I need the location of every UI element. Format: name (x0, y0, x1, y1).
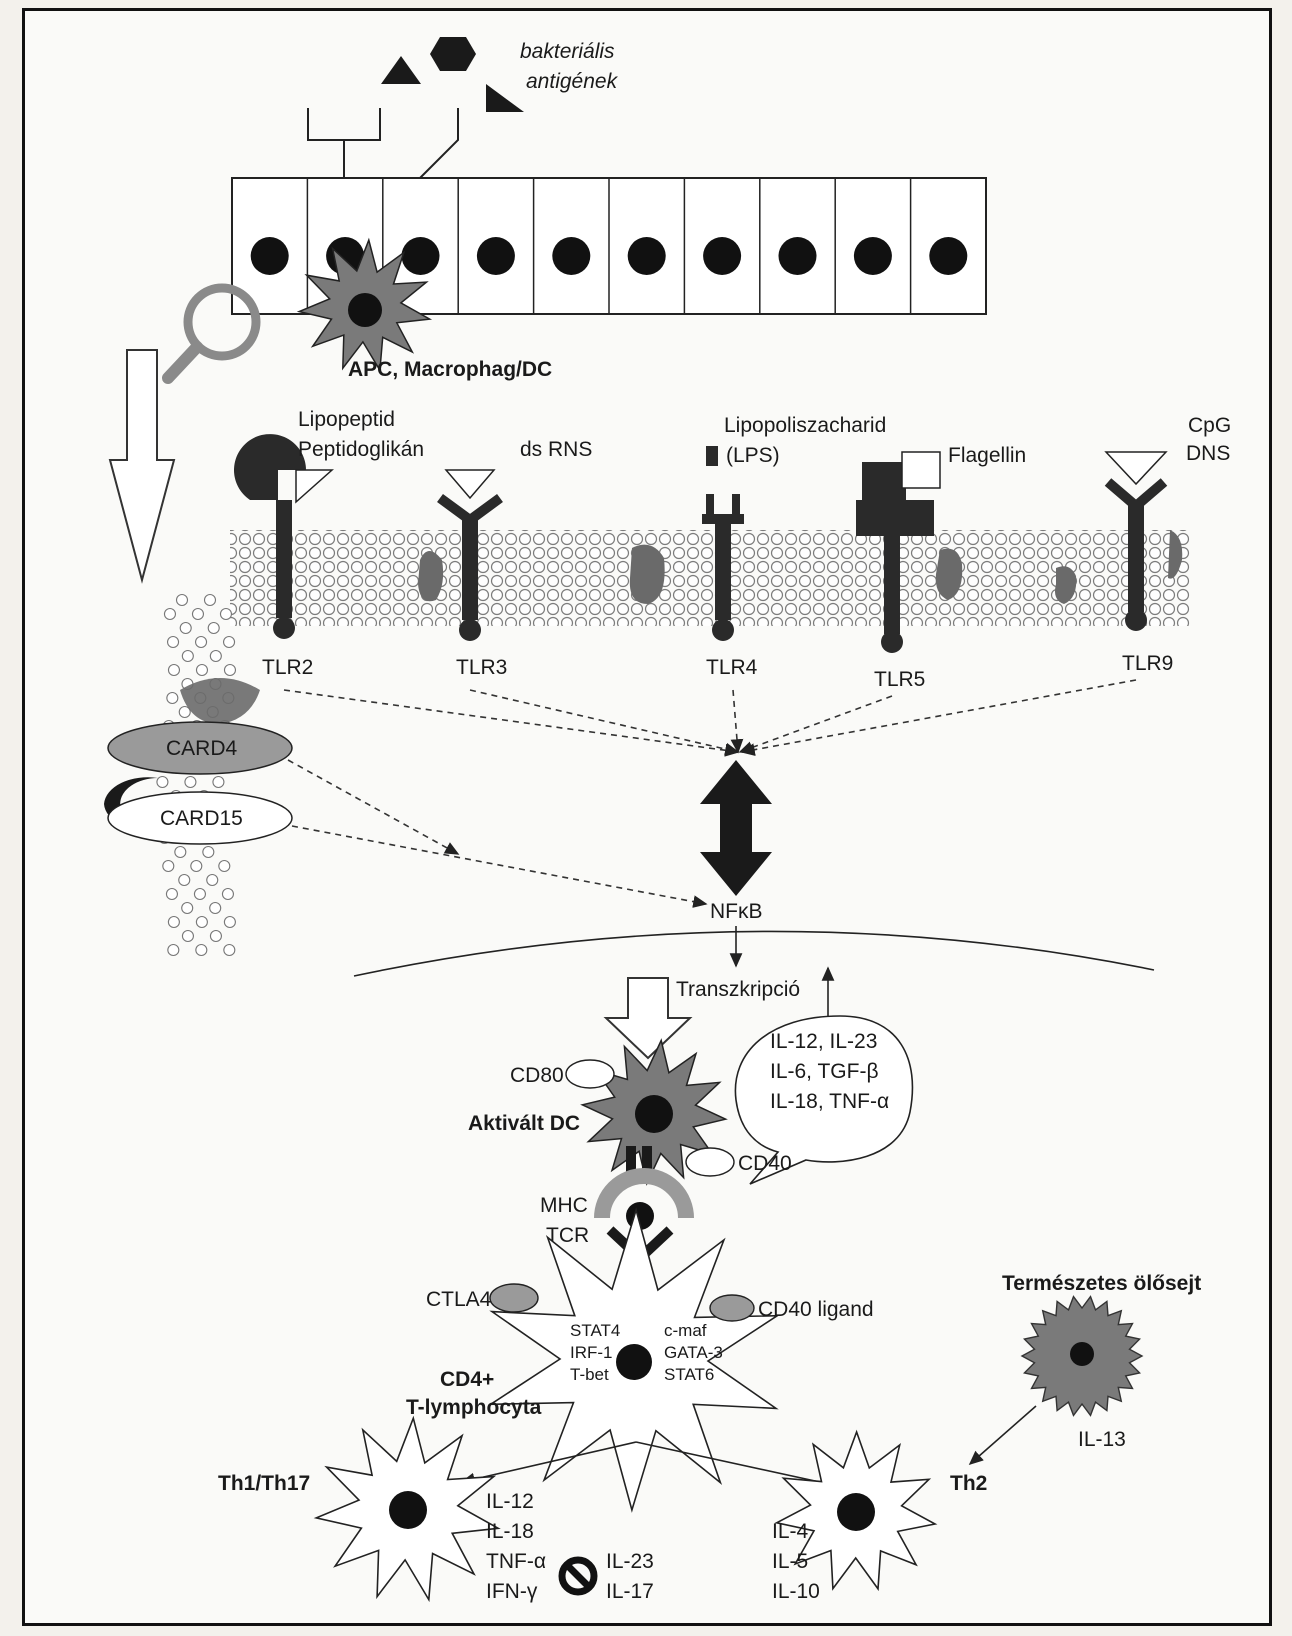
cmaf-label: c-maf (664, 1321, 707, 1340)
stat4-label: STAT4 (570, 1321, 620, 1340)
th1-nucleus (389, 1491, 427, 1529)
aktivalt-dc-label: Aktivált DC (468, 1112, 580, 1135)
antigens-label-2: antigének (526, 70, 619, 93)
epithelial-nucleus (929, 237, 967, 275)
il13-label: IL-13 (1078, 1428, 1126, 1451)
th2-il10: IL-10 (772, 1580, 820, 1603)
lps-ligand-icon (706, 446, 718, 466)
hexagon-antigen-icon (430, 37, 476, 71)
down-arrow-icon (110, 350, 174, 580)
cd40-ligand-label: CD40 ligand (758, 1298, 874, 1321)
dc-nucleus (635, 1095, 673, 1133)
cpg-label: CpG (1188, 414, 1231, 437)
apc-label: APC, Macrophag/DC (348, 358, 552, 381)
th1-label: Th1/Th17 (218, 1472, 310, 1495)
mhc-label: MHC (540, 1194, 588, 1217)
inhibit-icon (562, 1560, 594, 1592)
natural-killer-cell: Természetes ölősejt IL-13 (970, 1272, 1201, 1464)
double-arrow-icon (700, 760, 772, 896)
th1-il12: IL-12 (486, 1490, 534, 1513)
th2-label: Th2 (950, 1472, 987, 1495)
epithelial-nucleus (703, 237, 741, 275)
tlr5-label: TLR5 (874, 668, 925, 691)
tlr4-label: TLR4 (706, 656, 758, 679)
antigens-label-1: bakteriális (520, 40, 615, 63)
triangle-antigen-icon (486, 84, 524, 112)
cd40-label: CD40 (738, 1152, 792, 1175)
lps-label-1: Lipopoliszacharid (724, 414, 886, 437)
apc-nucleus (348, 293, 382, 327)
epithelial-nucleus (552, 237, 590, 275)
th1-tnfa: TNF-α (486, 1550, 546, 1573)
dsrna-ligand-icon (446, 470, 494, 498)
epithelial-nucleus (628, 237, 666, 275)
th2-cell: Th2 IL-4 IL-5 IL-10 (772, 1432, 987, 1603)
epithelial-layer: APC, Macrophag/DC (232, 178, 986, 381)
nuclear-membrane (354, 931, 1154, 976)
flagellin-ligand-icon (902, 452, 940, 488)
epithelial-nucleus (779, 237, 817, 275)
tlr2-label: TLR2 (262, 656, 313, 679)
bacterial-antigens: bakteriális antigének (308, 37, 619, 178)
epithelial-nucleus (402, 237, 440, 275)
card4-label: CARD4 (166, 737, 238, 760)
triangle-antigen-icon (381, 56, 421, 84)
cytokines-line-3: IL-18, TNF-α (770, 1090, 889, 1113)
t-cell-nucleus (616, 1344, 652, 1380)
ctla4-label: CTLA4 (426, 1288, 492, 1311)
th2-il5: IL-5 (772, 1550, 808, 1573)
cd4-label-2: T-lymphocyta (406, 1396, 542, 1419)
th1-il18: IL-18 (486, 1520, 534, 1543)
nfkb-label: NFκB (710, 900, 763, 923)
card-receptors: CARD4 CARD15 (104, 722, 292, 844)
th1-il23: IL-23 (606, 1550, 654, 1573)
dsrns-label: ds RNS (520, 438, 592, 461)
th1-il17: IL-17 (606, 1580, 654, 1603)
cd40-ligand-molecule (710, 1295, 754, 1321)
gata3-label: GATA-3 (664, 1343, 723, 1362)
cpg-dna-ligand-icon (1106, 452, 1166, 484)
th1-ifng: IFN-γ (486, 1580, 538, 1603)
stat6-label: STAT6 (664, 1365, 714, 1384)
transzkripcio-label: Transzkripció (676, 978, 800, 1001)
nk-title: Természetes ölősejt (1002, 1272, 1201, 1295)
tbet-label: T-bet (570, 1365, 609, 1384)
tlr3-label: TLR3 (456, 656, 507, 679)
th2-nucleus (837, 1493, 875, 1531)
lipopeptid-label: Lipopeptid (298, 408, 395, 431)
epithelial-nucleus (854, 237, 892, 275)
dns-label: DNS (1186, 442, 1230, 465)
cell-membrane (157, 530, 1190, 956)
cytokines-line-2: IL-6, TGF-β (770, 1060, 879, 1083)
cd40-molecule (686, 1148, 734, 1176)
card15-label: CARD15 (160, 807, 243, 830)
lps-label-2: (LPS) (726, 444, 780, 467)
flagellin-label: Flagellin (948, 444, 1026, 467)
cd4-t-lymphocyte: CTLA4 CD40 ligand STAT4 IRF-1 T-bet c-ma… (406, 1210, 874, 1510)
tlr9-label: TLR9 (1122, 652, 1173, 675)
th2-il4: IL-4 (772, 1520, 809, 1543)
epithelial-nucleus (477, 237, 515, 275)
cytokines-line-1: IL-12, IL-23 (770, 1030, 877, 1053)
nk-nucleus (1070, 1342, 1094, 1366)
peptidoglikan-label: Peptidoglikán (298, 438, 424, 461)
irf1-label: IRF-1 (570, 1343, 613, 1362)
epithelial-nucleus (251, 237, 289, 275)
ctla4-molecule (490, 1284, 538, 1312)
cd4-label-1: CD4+ (440, 1368, 494, 1391)
lipopeptide-ligand-icon (296, 470, 332, 502)
cd80-label: CD80 (510, 1064, 564, 1087)
cd80-molecule (566, 1060, 614, 1088)
